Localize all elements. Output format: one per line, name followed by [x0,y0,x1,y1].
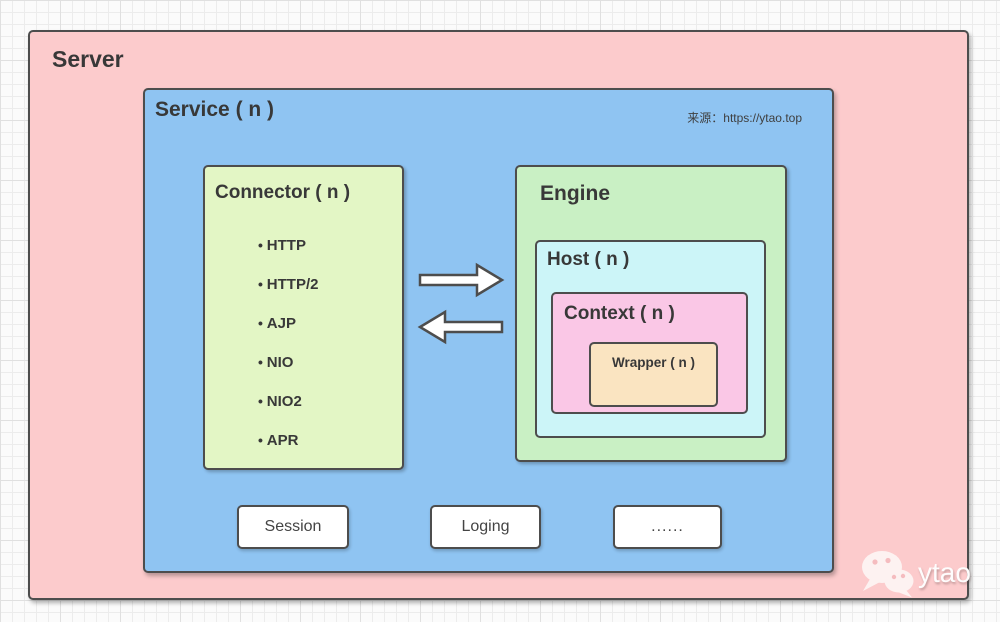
connector-title: Connector ( n ) [215,182,351,203]
arrow-left-icon [417,309,504,345]
engine-title: Engine [540,182,611,205]
engine-box: Engine Host ( n ) Context ( n ) Wrapper … [515,165,787,462]
loging-box: Loging [430,505,541,549]
wrapper-box: Wrapper ( n ) [589,342,718,407]
ellipsis-box: ...... [613,505,722,549]
context-box: Context ( n ) Wrapper ( n ) [551,292,748,414]
wrapper-title: Wrapper ( n ) [611,355,695,370]
connector-box: Connector ( n ) HTTP HTTP/2 AJP NIO NIO2… [203,165,404,470]
ytao-logo: ytao [858,548,971,598]
session-box: Session [237,505,349,549]
host-title: Host ( n ) [547,249,630,270]
server-title: Server [52,46,124,72]
arrow-right-icon [418,262,505,298]
list-item-apr: APR [258,421,318,460]
service-box: Service ( n ) 来源：https://ytao.top Connec… [143,88,834,573]
wechat-icon [862,551,914,598]
list-item-ajp: AJP [258,304,318,343]
service-title: Service ( n ) [155,98,275,121]
list-item-nio2: NIO2 [258,382,318,421]
list-item-nio: NIO [258,343,318,382]
context-title: Context ( n ) [564,303,675,324]
ytao-logo-text: ytao [918,557,971,588]
server-box: Server Service ( n ) 来源：https://ytao.top… [28,30,971,600]
source-watermark: 来源：https://ytao.top [687,111,802,125]
host-box: Host ( n ) Context ( n ) Wrapper ( n ) [535,240,766,438]
list-item-http2: HTTP/2 [258,265,319,304]
connector-protocol-list: HTTP HTTP/2 AJP NIO NIO2 APR [258,226,319,460]
list-item-http: HTTP [258,226,318,265]
